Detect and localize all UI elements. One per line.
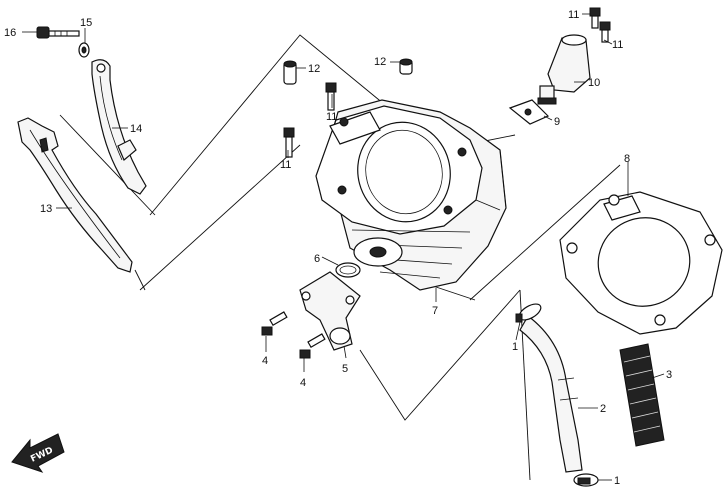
- part-12-dowel-left: [283, 60, 297, 85]
- part-11-bolt-center: [325, 82, 337, 111]
- part-1-clamp-lower: [573, 473, 599, 487]
- callout-15: 15: [80, 17, 92, 29]
- part-5-intake-manifold: [299, 271, 361, 351]
- part-2-hose: [519, 315, 583, 473]
- leader-lines: [22, 13, 665, 481]
- callout-1-lower: 1: [614, 475, 620, 487]
- part-3-protector-sleeve: [619, 343, 665, 447]
- callout-labels: 16 15 14 13 12 12 11 11 11 11 10 9 8 7 6…: [4, 9, 672, 487]
- callout-4-lower: 4: [300, 377, 306, 389]
- group-frame-lines: [59, 34, 621, 481]
- cylinder-block: [315, 99, 507, 291]
- callout-11-left: 11: [280, 159, 291, 171]
- part-9-tensioner-gasket: [508, 99, 550, 125]
- part-6-o-ring: [335, 262, 361, 278]
- callout-4-upper: 4: [262, 355, 268, 367]
- callout-3: 3: [666, 369, 672, 381]
- part-8-head-gasket: [559, 191, 723, 335]
- callout-11-center: 11: [326, 111, 337, 123]
- callout-6: 6: [314, 253, 320, 265]
- callout-11-top-b: 11: [612, 39, 623, 51]
- part-15-washer: [78, 42, 90, 58]
- callout-12-right: 12: [374, 56, 386, 68]
- callout-9: 9: [554, 116, 560, 128]
- callout-2: 2: [600, 403, 606, 415]
- callout-7: 7: [432, 305, 438, 317]
- part-11-bolt-top-a: [589, 7, 601, 29]
- part-10-chain-tensioner: [537, 34, 591, 105]
- part-13-chain-guide: [17, 117, 133, 273]
- callout-1-upper: 1: [512, 341, 518, 353]
- callout-13: 13: [40, 203, 52, 215]
- callout-14: 14: [130, 123, 142, 135]
- callout-11-top-a: 11: [568, 9, 579, 21]
- part-12-dowel-right: [399, 58, 413, 75]
- callout-12-left: 12: [308, 63, 320, 75]
- part-16-bolt: [36, 26, 80, 39]
- callout-10: 10: [588, 77, 600, 89]
- callout-8: 8: [624, 153, 630, 165]
- part-11-bolt-left: [283, 127, 295, 158]
- callout-16: 16: [4, 27, 16, 39]
- part-11-bolt-top-b: [599, 21, 611, 43]
- part-1-clamp-upper: [515, 303, 542, 323]
- part-4-bolt-lower: [299, 333, 326, 359]
- part-14-tensioner-guide: [91, 59, 147, 195]
- part-4-bolt-upper: [261, 311, 288, 336]
- fwd-arrow-icon: FWD: [11, 433, 65, 473]
- callout-5: 5: [342, 363, 348, 375]
